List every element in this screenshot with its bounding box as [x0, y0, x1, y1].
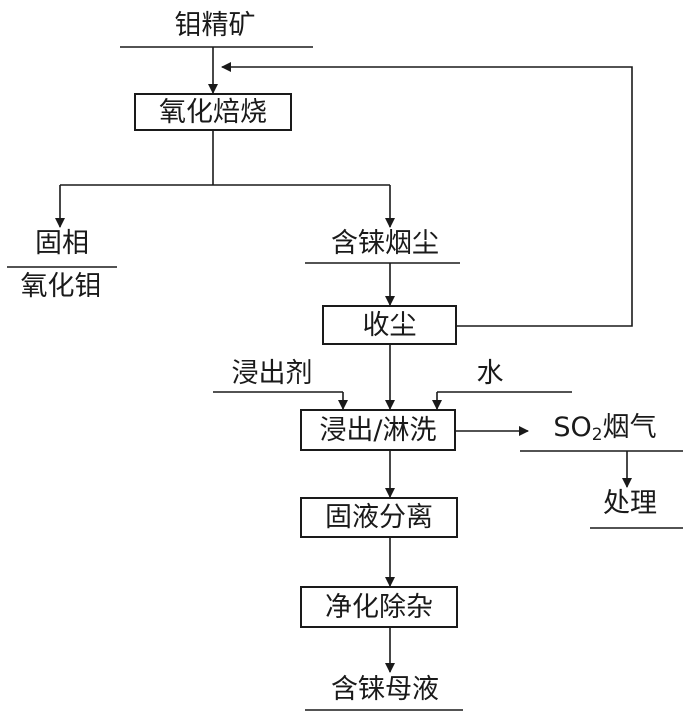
purification-box: 净化除杂: [300, 586, 458, 628]
re-mother-liquor-label: 含铼母液: [331, 674, 439, 705]
solid-liquid-separation-box: 固液分离: [300, 497, 458, 538]
leach-wash-box: 浸出/淋洗: [300, 409, 456, 451]
ore-label: 钼精矿: [174, 10, 256, 41]
re-dust-label: 含铼烟尘: [331, 228, 439, 259]
recycle-loop-line: [221, 62, 633, 327]
so2-subscript: 2: [591, 425, 603, 445]
dust-collection-box: 收尘: [322, 305, 457, 345]
water-label: 水: [476, 358, 504, 389]
moo3-label: 氧化钼: [20, 271, 102, 302]
leach-agent-label: 浸出剂: [231, 358, 313, 389]
so2-prefix: SO: [553, 412, 592, 443]
so2-gas-label: SO2烟气: [530, 412, 680, 444]
roasting-box: 氧化焙烧: [134, 93, 292, 131]
treatment-label: 处理: [603, 488, 657, 519]
so2-suffix: 烟气: [602, 412, 657, 443]
solid-phase-label: 固相: [35, 228, 89, 259]
